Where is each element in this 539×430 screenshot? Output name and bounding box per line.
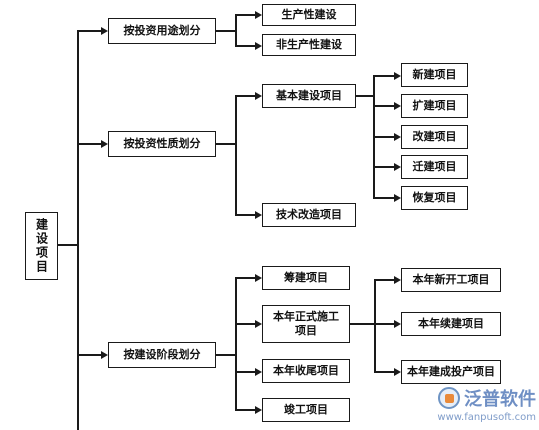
- arrow: [394, 72, 401, 80]
- branch-by-use: 按投资用途划分: [108, 18, 216, 44]
- arrow: [101, 351, 108, 359]
- connector: [374, 371, 394, 373]
- connector: [235, 323, 255, 325]
- connector: [77, 30, 101, 32]
- connector: [215, 30, 236, 32]
- connector: [235, 14, 237, 46]
- connector: [235, 409, 255, 411]
- connector: [235, 45, 255, 47]
- arrow: [255, 92, 262, 100]
- connector: [374, 279, 394, 281]
- watermark-brand: 泛普软件: [464, 389, 536, 410]
- branch-by-nature: 按投资性质划分: [108, 131, 216, 157]
- node-new-start: 本年新开工项目: [401, 268, 501, 292]
- arrow: [394, 368, 401, 376]
- node-commissioned: 本年建成投产项目: [401, 360, 501, 384]
- connector: [373, 75, 394, 77]
- connector: [235, 371, 255, 373]
- node-finishing: 本年收尾项目: [262, 359, 350, 383]
- connector: [77, 30, 79, 430]
- arrow: [255, 368, 262, 376]
- node-relocation: 迁建项目: [401, 155, 468, 179]
- connector: [235, 277, 255, 279]
- connector: [373, 166, 394, 168]
- arrow: [394, 163, 401, 171]
- connector: [373, 197, 394, 199]
- arrow: [255, 406, 262, 414]
- arrow: [255, 320, 262, 328]
- node-tech-renovation: 技术改造项目: [262, 203, 356, 227]
- connector: [235, 95, 237, 216]
- arrow: [101, 140, 108, 148]
- node-restoration: 恢复项目: [401, 186, 468, 210]
- node-reconstruction: 改建项目: [401, 125, 468, 149]
- connector: [373, 136, 394, 138]
- watermark: 泛普软件 www.fanpusoft.com: [408, 382, 536, 426]
- connector: [77, 143, 101, 145]
- node-new-build: 新建项目: [401, 63, 468, 87]
- arrow: [394, 133, 401, 141]
- connector: [374, 279, 376, 372]
- arrow: [394, 102, 401, 110]
- node-non-productive: 非生产性建设: [262, 34, 356, 56]
- connector: [77, 354, 101, 356]
- connector: [235, 14, 255, 16]
- node-basic-construction: 基本建设项目: [262, 84, 356, 108]
- arrow: [394, 320, 401, 328]
- connector: [235, 277, 237, 410]
- node-productive: 生产性建设: [262, 4, 356, 26]
- arrow: [255, 274, 262, 282]
- connector: [215, 143, 236, 145]
- arrow: [394, 194, 401, 202]
- connector: [350, 323, 375, 325]
- arrow: [394, 276, 401, 284]
- arrow: [101, 27, 108, 35]
- node-completed: 竣工项目: [262, 398, 350, 422]
- arrow: [255, 211, 262, 219]
- connector: [356, 95, 374, 97]
- brand-logo-icon: [438, 387, 460, 409]
- connector: [215, 354, 236, 356]
- arrow: [255, 42, 262, 50]
- node-expansion: 扩建项目: [401, 94, 468, 118]
- watermark-url: www.fanpusoft.com: [437, 412, 536, 423]
- root-node: 建设项目: [25, 212, 58, 280]
- arrow: [255, 11, 262, 19]
- connector: [235, 214, 255, 216]
- connector: [373, 105, 394, 107]
- branch-by-stage: 按建设阶段划分: [108, 342, 216, 368]
- node-preparation: 筹建项目: [262, 266, 350, 290]
- connector: [374, 323, 394, 325]
- node-continuing: 本年续建项目: [401, 312, 501, 336]
- node-under-construction: 本年正式施工 项目: [262, 305, 350, 343]
- connector: [57, 244, 78, 246]
- connector: [235, 95, 255, 97]
